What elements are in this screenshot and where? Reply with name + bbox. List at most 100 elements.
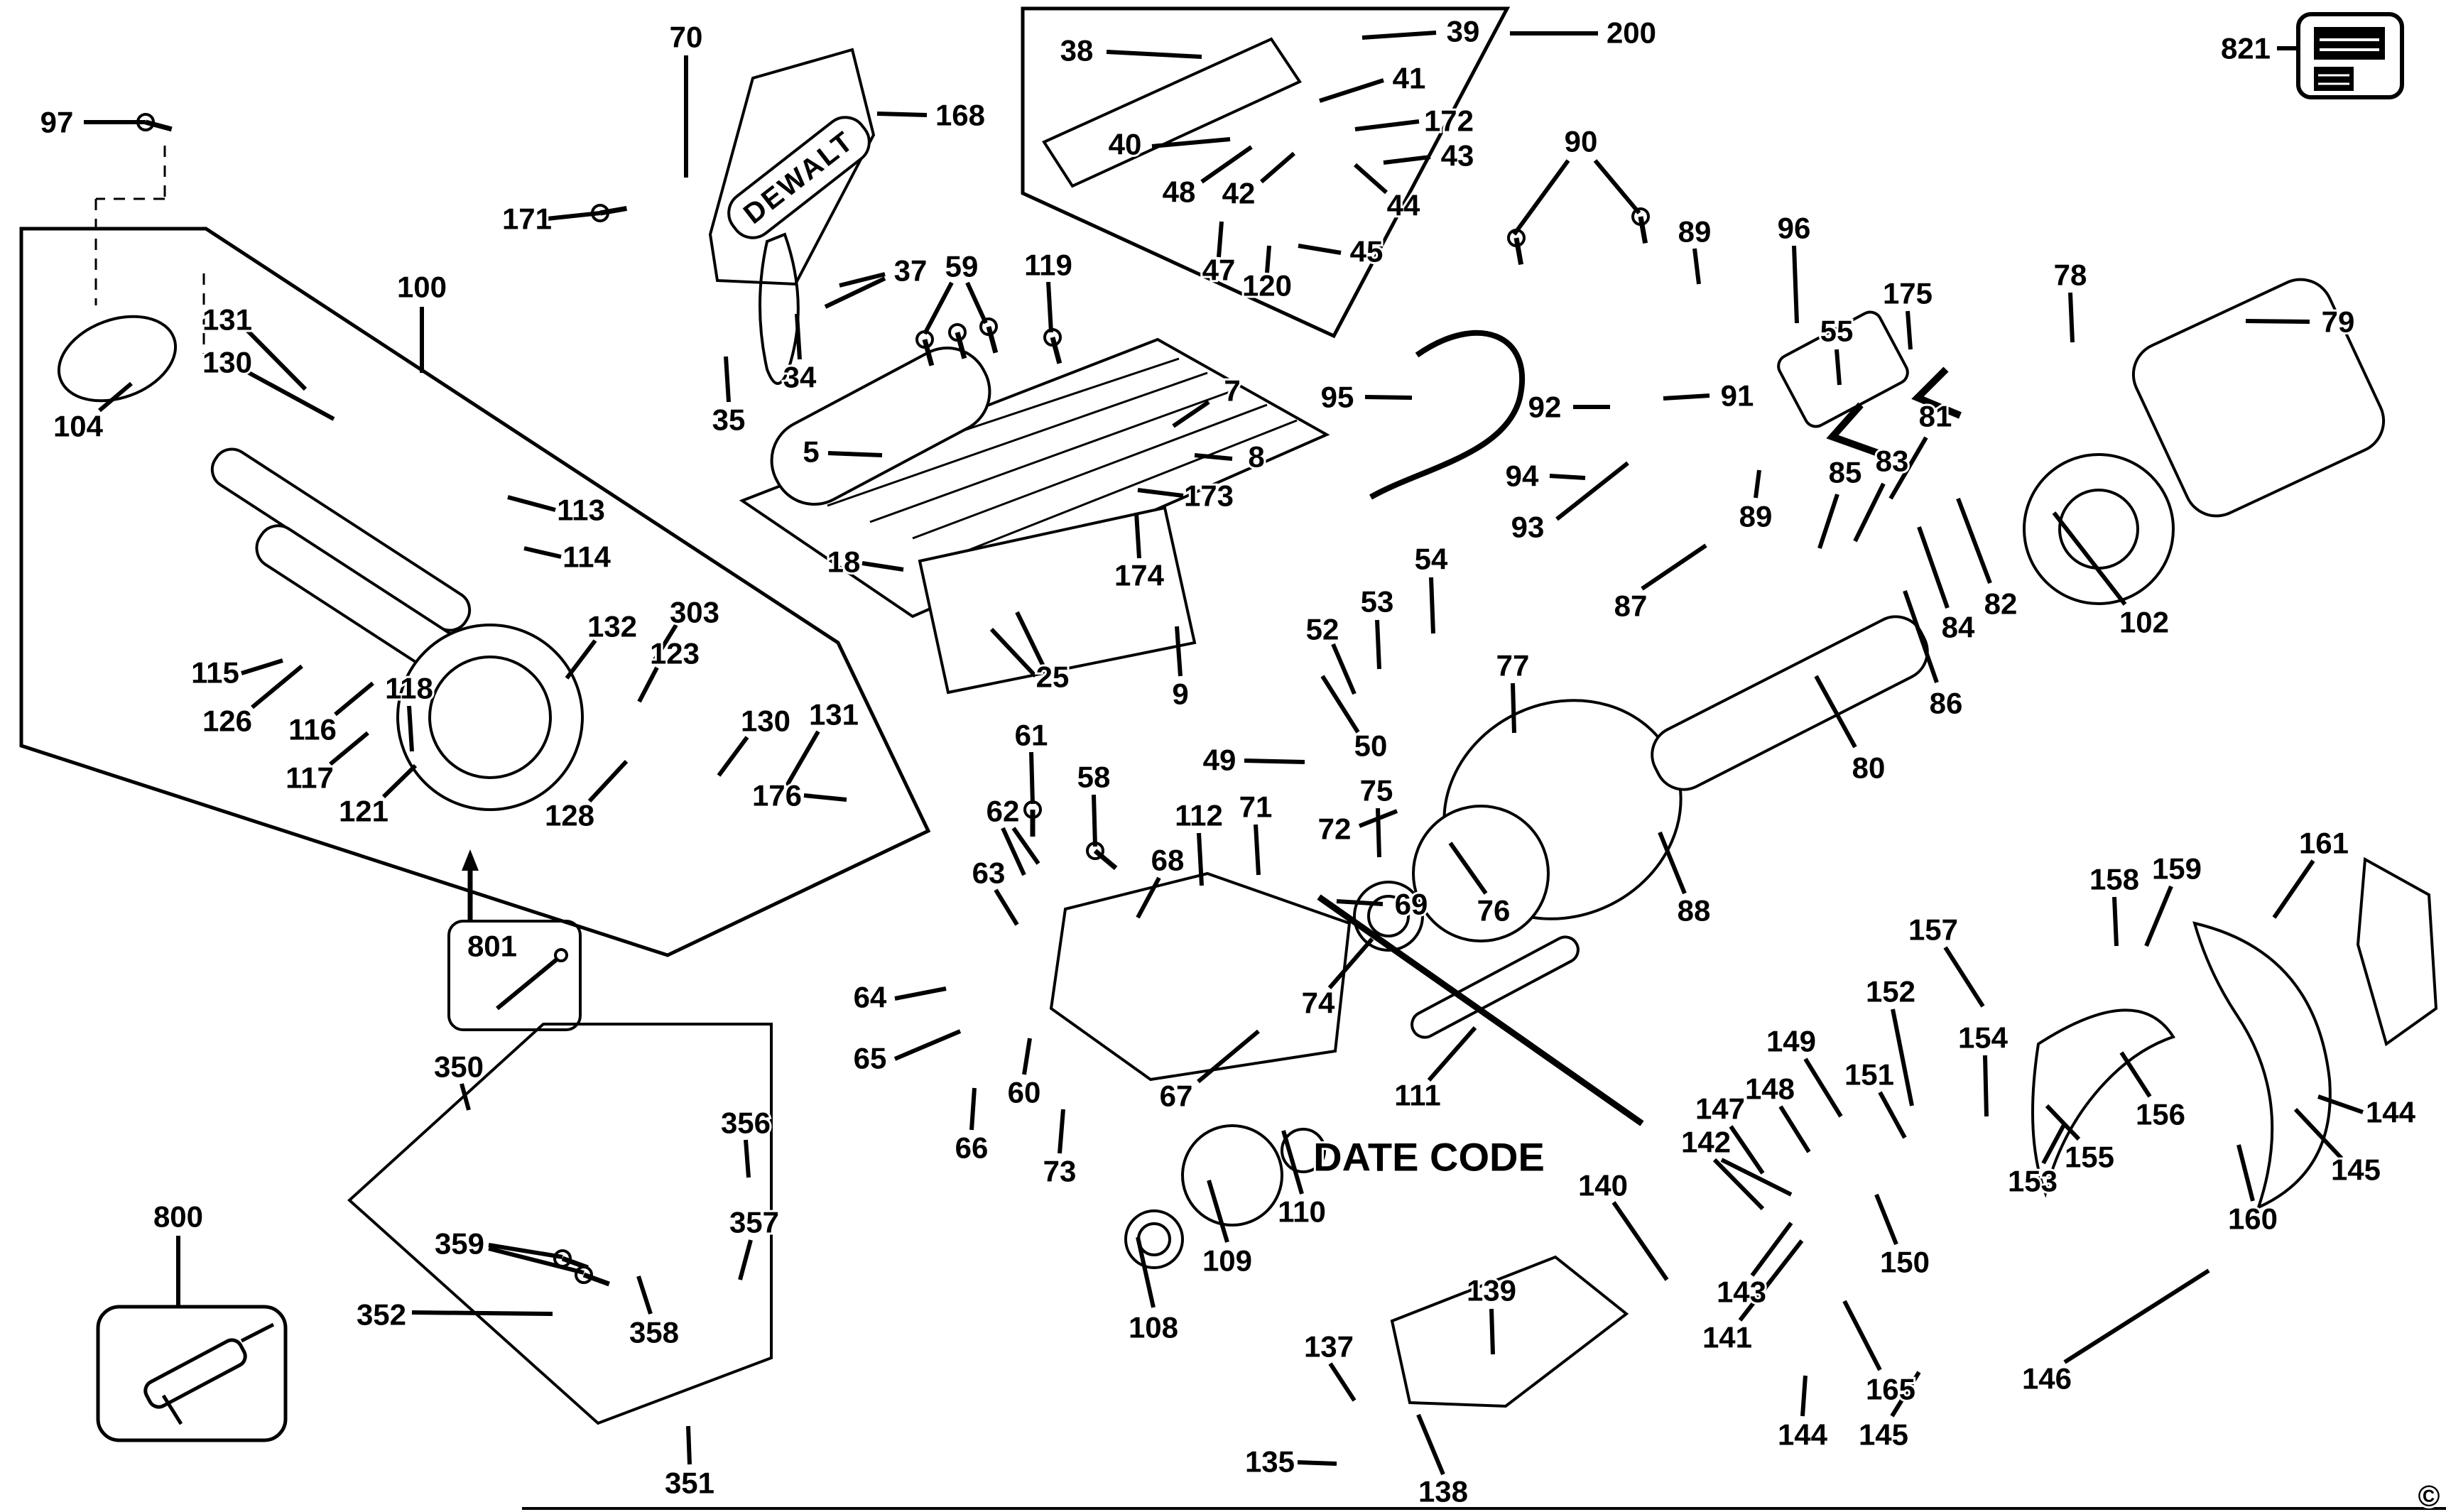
leader-line <box>1842 1300 1882 1371</box>
part-outline <box>1410 935 1580 1039</box>
part-label-148: 148 <box>1745 1072 1795 1106</box>
part-label-64: 64 <box>854 981 887 1014</box>
part-label-69: 69 <box>1395 888 1428 921</box>
leader-line <box>893 1029 962 1061</box>
part-label-160: 160 <box>2228 1202 2278 1236</box>
arrow-801-head <box>462 849 479 871</box>
part-label-91: 91 <box>1721 379 1754 413</box>
date-code-leader-line <box>1317 894 1644 1126</box>
part-label-53: 53 <box>1361 585 1394 619</box>
part-label-80: 80 <box>1852 751 1886 785</box>
part-label-357: 357 <box>729 1206 779 1239</box>
part-label-72: 72 <box>1318 812 1352 846</box>
leader-line <box>1331 643 1357 695</box>
part-label-5: 5 <box>803 435 819 469</box>
part-label-50: 50 <box>1354 729 1388 763</box>
part-label-74: 74 <box>1302 986 1335 1020</box>
part-label-71: 71 <box>1239 790 1273 824</box>
part-label-165: 165 <box>1866 1373 1915 1406</box>
part-label-39: 39 <box>1447 15 1480 48</box>
part-label-9: 9 <box>1172 678 1188 711</box>
part-label-176: 176 <box>752 779 802 812</box>
leader-line <box>1265 245 1271 273</box>
part-outline <box>2131 278 2386 518</box>
part-label-138: 138 <box>1418 1475 1468 1508</box>
part-label-156: 156 <box>2136 1098 2185 1131</box>
part-label-84: 84 <box>1942 611 1975 644</box>
leader-line <box>1512 159 1570 236</box>
part-label-49: 49 <box>1203 744 1236 777</box>
leader-line <box>717 736 749 777</box>
part-label-143: 143 <box>1717 1276 1766 1309</box>
part-label-113: 113 <box>557 494 605 527</box>
screw-icon <box>1638 216 1648 244</box>
part-label-116: 116 <box>288 713 337 746</box>
leader-line <box>251 664 303 709</box>
part-label-34: 34 <box>783 361 817 394</box>
leader-line <box>2144 885 2173 947</box>
grease-gun-icon <box>143 1338 247 1409</box>
leader-line <box>1903 590 1939 683</box>
leader-line <box>1011 827 1040 865</box>
part-hatch-line <box>912 403 1268 540</box>
part-label-145: 145 <box>2331 1153 2381 1187</box>
part-label-60: 60 <box>1008 1076 1041 1109</box>
leader-line <box>1738 1239 1804 1322</box>
leader-line <box>1663 393 1710 401</box>
part-label-121: 121 <box>339 795 388 828</box>
part-label-73: 73 <box>1043 1155 1077 1188</box>
part-label-81: 81 <box>1919 400 1952 433</box>
leader-line <box>1197 832 1204 886</box>
leader-line <box>1729 1125 1765 1175</box>
leader-line <box>565 639 597 680</box>
part-label-95: 95 <box>1321 381 1354 414</box>
leader-line <box>1354 119 1420 131</box>
leader-line <box>1792 245 1799 324</box>
part-label-65: 65 <box>854 1042 887 1075</box>
part-outline <box>1911 366 1962 419</box>
leader-line <box>2272 859 2315 919</box>
leader-line <box>2041 1122 2067 1165</box>
part-label-25: 25 <box>1036 660 1070 694</box>
part-label-123: 123 <box>650 637 700 670</box>
leader-line <box>1549 474 1586 480</box>
part-label-358: 358 <box>629 1316 679 1349</box>
part-outline <box>2031 1008 2176 1198</box>
part-label-359: 359 <box>435 1227 484 1261</box>
leader-line <box>876 112 928 117</box>
screw-icon <box>599 205 628 216</box>
leader-line <box>1888 436 1928 500</box>
part-label-303: 303 <box>670 596 719 629</box>
leader-line <box>861 561 904 572</box>
part-label-126: 126 <box>202 705 252 738</box>
leader-line <box>2063 1268 2210 1364</box>
leader-line <box>1906 310 1913 350</box>
part-label-158: 158 <box>2089 863 2139 896</box>
part-outline <box>2192 921 2332 1210</box>
leader-line <box>523 546 562 559</box>
part-label-157: 157 <box>1908 913 1958 947</box>
part-label-85: 85 <box>1829 456 1862 489</box>
part-label-96: 96 <box>1778 212 1811 245</box>
leader-line <box>1137 488 1184 498</box>
leader-line <box>1817 494 1839 549</box>
part-label-151: 151 <box>1844 1058 1894 1092</box>
leader-line <box>827 451 883 457</box>
leader-line <box>1328 1362 1357 1402</box>
leader-line <box>1281 1130 1304 1195</box>
leader-line <box>1983 1055 1989 1117</box>
leader-line <box>738 1239 753 1280</box>
group-box801 <box>447 920 582 1031</box>
part-label-153: 153 <box>2008 1165 2058 1198</box>
part-label-175: 175 <box>1883 277 1933 310</box>
group-box200 <box>1021 6 1511 339</box>
label-sticker-icon <box>2314 67 2354 91</box>
part-label-140: 140 <box>1578 1169 1628 1202</box>
leader-line <box>1383 155 1431 165</box>
screw-icon <box>922 339 935 366</box>
leader-line <box>1750 1222 1793 1277</box>
leader-line <box>1336 899 1384 906</box>
leader-line <box>969 1087 977 1131</box>
leader-line <box>1361 31 1437 40</box>
